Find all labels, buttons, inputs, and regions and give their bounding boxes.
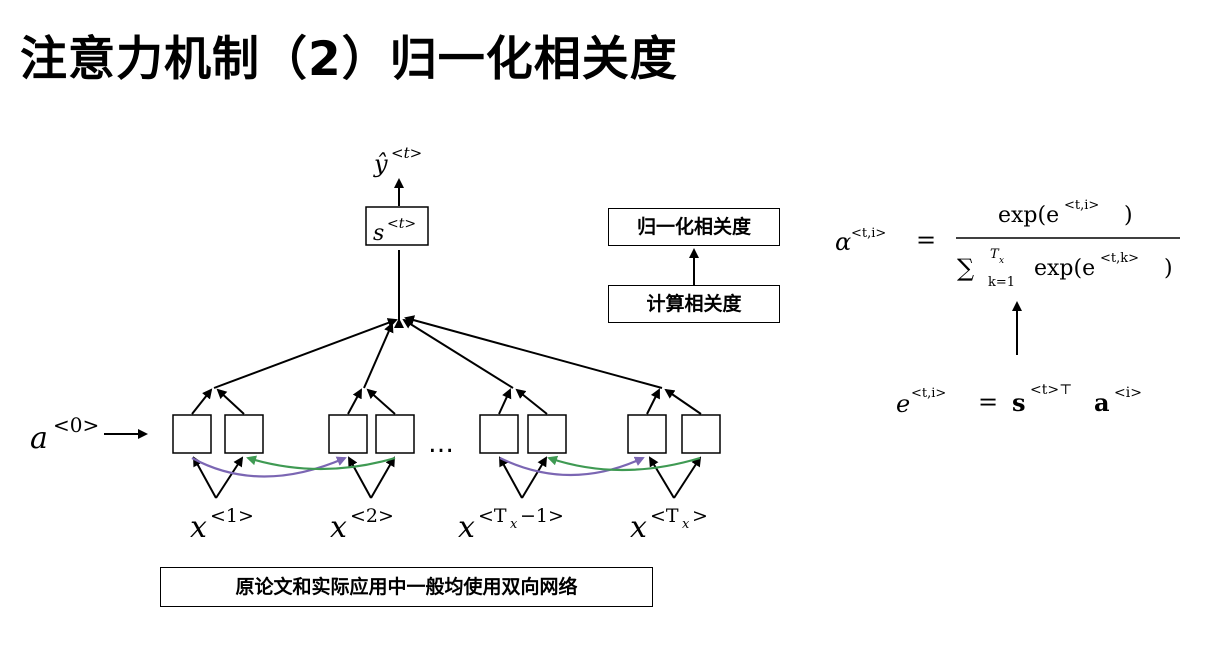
encoder-pair-1 — [172, 388, 264, 499]
denominator-exp: exp(e — [1034, 256, 1095, 281]
context-arrows — [213, 315, 663, 389]
alpha-formula: α <t,i> = exp(e <t,i> ) ∑ T x k=1 exp(e … — [835, 198, 1180, 290]
forward-arrow-2 — [499, 456, 645, 476]
numerator-sup: <t,i> — [1064, 198, 1099, 213]
sum-lower: k=1 — [988, 275, 1015, 290]
denominator-close: ) — [1164, 256, 1173, 281]
output-y-hat-label: ŷ — [373, 150, 388, 178]
e-formula: e <t,i> = s <t>⊤ a <i> — [896, 382, 1142, 418]
svg-text:<T: <T — [478, 505, 507, 527]
output-y-hat-sup: <t> — [391, 144, 422, 162]
alpha-equals: = — [916, 226, 936, 254]
state-label: s — [373, 221, 384, 246]
forward-arrow-1 — [191, 456, 347, 478]
encoder-pair-4 — [627, 388, 721, 499]
ellipsis: … — [428, 429, 454, 459]
numerator-close: ) — [1124, 203, 1133, 228]
input-x2: x <2> — [330, 505, 394, 545]
a0-label: a — [30, 421, 48, 456]
backward-arrow-1 — [246, 455, 396, 471]
input-x-tx: x <T x > — [630, 505, 708, 545]
encoder-pair-2 — [328, 388, 415, 499]
sum-upper-sub: x — [999, 256, 1004, 266]
svg-text:x: x — [630, 510, 647, 545]
e-equals: = — [978, 388, 998, 416]
alpha-sup: <t,i> — [851, 226, 886, 241]
numerator-exp: exp(e — [998, 203, 1059, 228]
input-x1: x <1> — [190, 505, 254, 545]
page-title: 注意力机制（2）归一化相关度 — [20, 32, 678, 87]
a-sup: <i> — [1114, 385, 1142, 401]
svg-text:>: > — [692, 505, 708, 527]
alpha-symbol: α — [835, 228, 851, 256]
sum-upper: T — [990, 247, 1000, 262]
s-sup: <t>⊤ — [1030, 382, 1072, 398]
state-sup: <t> — [387, 216, 416, 232]
svg-text:−1>: −1> — [520, 505, 564, 527]
s-bold: s — [1012, 388, 1026, 417]
e-symbol: e — [896, 390, 910, 418]
state-box — [365, 206, 429, 246]
encoder-pair-3 — [479, 388, 567, 499]
a-bold: a — [1094, 388, 1110, 417]
compute-relevance-box: 计算相关度 — [608, 285, 780, 323]
backward-arrow-2 — [547, 455, 701, 472]
denominator-sup: <t,k> — [1100, 251, 1139, 266]
output-y-hat: ŷ <t> — [373, 144, 422, 178]
normalize-relevance-box: 归一化相关度 — [608, 208, 780, 246]
a0-sup: <0> — [53, 413, 99, 437]
svg-text:<1>: <1> — [210, 505, 254, 527]
svg-text:x: x — [330, 510, 347, 545]
svg-text:x: x — [458, 510, 475, 545]
svg-text:x: x — [682, 517, 690, 532]
bidirectional-note: 原论文和实际应用中一般均使用双向网络 — [160, 567, 653, 607]
svg-text:<2>: <2> — [350, 505, 394, 527]
svg-text:<T: <T — [650, 505, 679, 527]
svg-text:x: x — [190, 510, 207, 545]
e-sup: <t,i> — [911, 386, 946, 401]
svg-text:x: x — [510, 517, 518, 532]
sum-symbol: ∑ — [957, 254, 974, 282]
input-x-tx-minus-1: x <T x −1> — [458, 505, 564, 545]
